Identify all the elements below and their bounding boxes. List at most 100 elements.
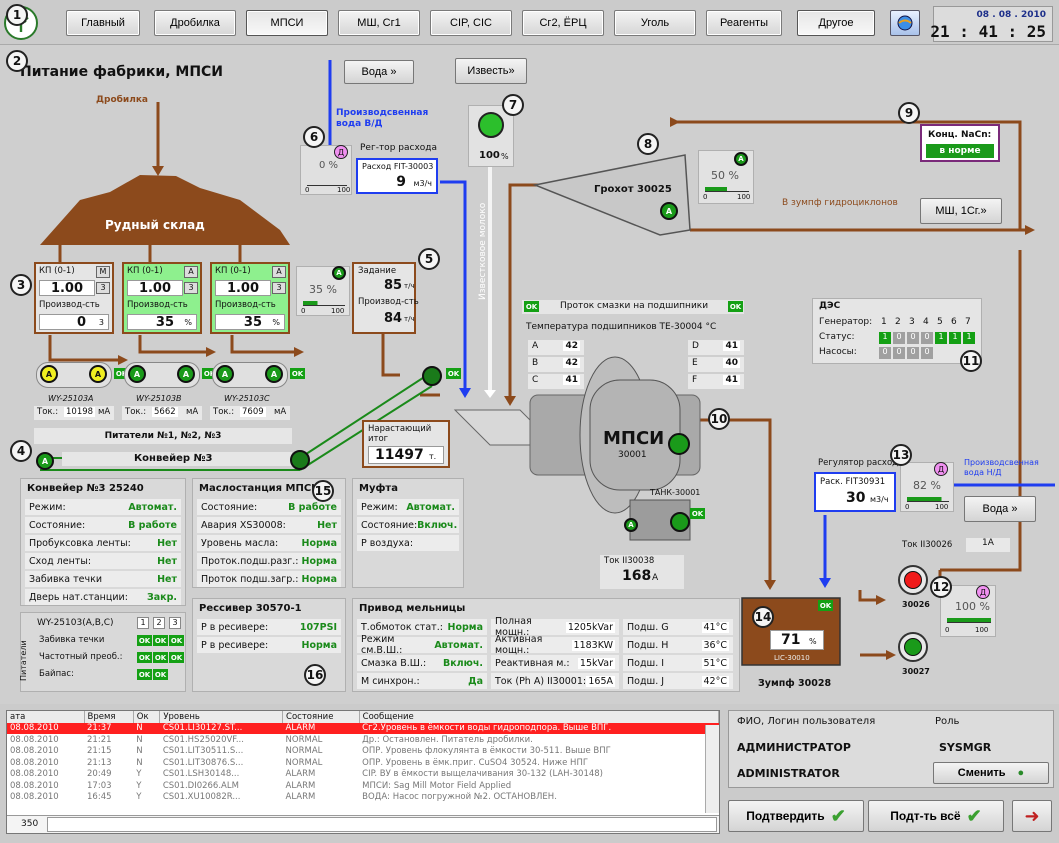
feeder-mode-badge[interactable]: А: [184, 266, 198, 278]
alarm-cell: N: [136, 723, 143, 734]
pump-30027[interactable]: [898, 632, 928, 662]
alarm-header-cell[interactable]: Время: [84, 711, 134, 723]
tab-drugoe[interactable]: Другое: [797, 10, 875, 36]
des-status-cell: 1: [879, 332, 891, 344]
alarm-header-cell[interactable]: Уровень: [159, 711, 284, 723]
drive-value: 15kVar: [577, 657, 615, 669]
conveyor-start-indicator[interactable]: A: [36, 452, 54, 470]
izvest-button[interactable]: Известь»: [455, 58, 527, 84]
alarm-filter-input[interactable]: [47, 817, 717, 832]
change-user-button[interactable]: Сменить ●: [933, 762, 1049, 784]
aux-indicator[interactable]: A: [624, 518, 638, 532]
grohot-status-indicator[interactable]: A: [660, 202, 678, 220]
settings-button[interactable]: [890, 10, 920, 36]
alarm-header-cell[interactable]: Сообщение: [359, 711, 720, 723]
alarm-cell: Y: [136, 792, 142, 803]
grohot-gauge-bar: [705, 187, 749, 192]
feeder-kp-value[interactable]: 1.00: [39, 280, 95, 296]
status-key: Уровень масла:: [201, 537, 279, 549]
tab-sg2-erc[interactable]: Сг2, ЁРЦ: [522, 10, 604, 36]
lime-valve[interactable]: 100 %: [468, 105, 514, 167]
confirm-all-button[interactable]: Подт-ть всё ✔: [868, 800, 1004, 832]
status-value: Нет: [317, 519, 337, 531]
alarm-scrollbar[interactable]: [705, 725, 719, 813]
voda2-button[interactable]: Вода »: [964, 496, 1036, 522]
feeder-gauge-mode: A: [332, 266, 346, 280]
feeder-gauge[interactable]: 35 % 0 100: [296, 266, 350, 316]
alarm-header-cell[interactable]: ата: [7, 711, 85, 723]
voda-button[interactable]: Вода »: [344, 60, 414, 84]
mill-motor-indicator[interactable]: [668, 433, 690, 455]
des-pump-cell: 0: [907, 347, 919, 359]
status-row: Авария XS30008:Нет: [197, 517, 341, 533]
feeders-row-ok: OK: [153, 652, 168, 663]
status-key: Проток подш.загр.:: [201, 573, 299, 585]
exit-button[interactable]: ➜: [1012, 800, 1052, 832]
feeder-mode-badge[interactable]: М: [96, 266, 110, 278]
drive-value: 1183KW: [571, 639, 615, 651]
feeder-prod-box: 35%: [127, 314, 197, 330]
feeder-mode-badge[interactable]: А: [272, 266, 286, 278]
alarm-cell: 08.08.2010: [10, 757, 59, 768]
status-row: Сход ленты:Нет: [25, 553, 181, 569]
tab-glavny[interactable]: Главный: [66, 10, 140, 36]
pump-30026[interactable]: [898, 565, 928, 595]
lube-flow-label: Проток смазки на подшипники: [560, 301, 709, 311]
label-grohot: Грохот 30025: [594, 184, 672, 195]
alarm-cell: CS01.LI30127.ST...: [162, 723, 243, 734]
tab-msh-sg1[interactable]: МШ, Сг1: [338, 10, 420, 36]
msh-1sg-button[interactable]: МШ, 1Сг.»: [920, 198, 1002, 224]
tab-ugol[interactable]: Уголь: [614, 10, 696, 36]
feeder-kp-value[interactable]: 1.00: [215, 280, 271, 296]
status-value: Закр.: [146, 591, 177, 603]
tank-level-unit: %: [809, 637, 817, 646]
tank-motor-indicator[interactable]: [670, 512, 690, 532]
conveyor-3[interactable]: Конвейер №3: [62, 452, 292, 466]
status-key: Состояние:: [361, 519, 418, 531]
bearing-temp-key: F: [692, 375, 698, 385]
feeder-kp-value[interactable]: 1.00: [127, 280, 183, 296]
status-row: Р воздуха:: [357, 535, 459, 551]
status-row: Пробуксовка ленты:Нет: [25, 535, 181, 551]
setpoint-panel[interactable]: Задание 85 т/ч Производ-сть 84 т/ч: [352, 262, 419, 334]
oil-station-title: Маслостанция МПСИ: [199, 483, 320, 494]
lube-ok-right: OK: [728, 301, 743, 312]
feeder-prod-value: 35: [243, 315, 262, 330]
tab-mpsi[interactable]: МПСИ: [246, 10, 328, 36]
tank-level: 71 %: [770, 630, 824, 650]
alarm-header-cell[interactable]: Ок: [133, 711, 161, 723]
feeder-kp-step[interactable]: 3: [184, 282, 198, 294]
confirm-button[interactable]: Подтвердить ✔: [728, 800, 864, 832]
grohot-gauge[interactable]: 50 % 0 100: [698, 150, 754, 204]
tab-drobilka[interactable]: Дробилка: [154, 10, 236, 36]
drive-row: Смазка В.Ш.:Включ.: [357, 655, 487, 671]
alarm-cell: 08.08.2010: [10, 734, 59, 745]
tab-cip-cic[interactable]: CIP, CIC: [430, 10, 512, 36]
drive-row: М синхрон.:Да: [357, 673, 487, 689]
status-value: Нет: [157, 537, 177, 549]
flow-fit30931[interactable]: Раск. FIT30931 30 м3/ч: [814, 472, 896, 512]
feeder-kp-step[interactable]: 3: [272, 282, 286, 294]
tab-reagenty[interactable]: Реагенты: [706, 10, 782, 36]
feeder-kp-step[interactable]: 3: [96, 282, 110, 294]
feeder-prod-label: Производ-сть: [39, 300, 100, 310]
drive-key: Реактивная м.:: [495, 657, 570, 669]
grohot-gauge-scale-max: 100: [737, 193, 751, 201]
flow-fit30003[interactable]: Расход FIT-30003 9 м3/ч: [356, 158, 438, 194]
alarm-header-cell[interactable]: Состояние: [282, 711, 360, 723]
drive-value: 165A: [586, 675, 615, 687]
